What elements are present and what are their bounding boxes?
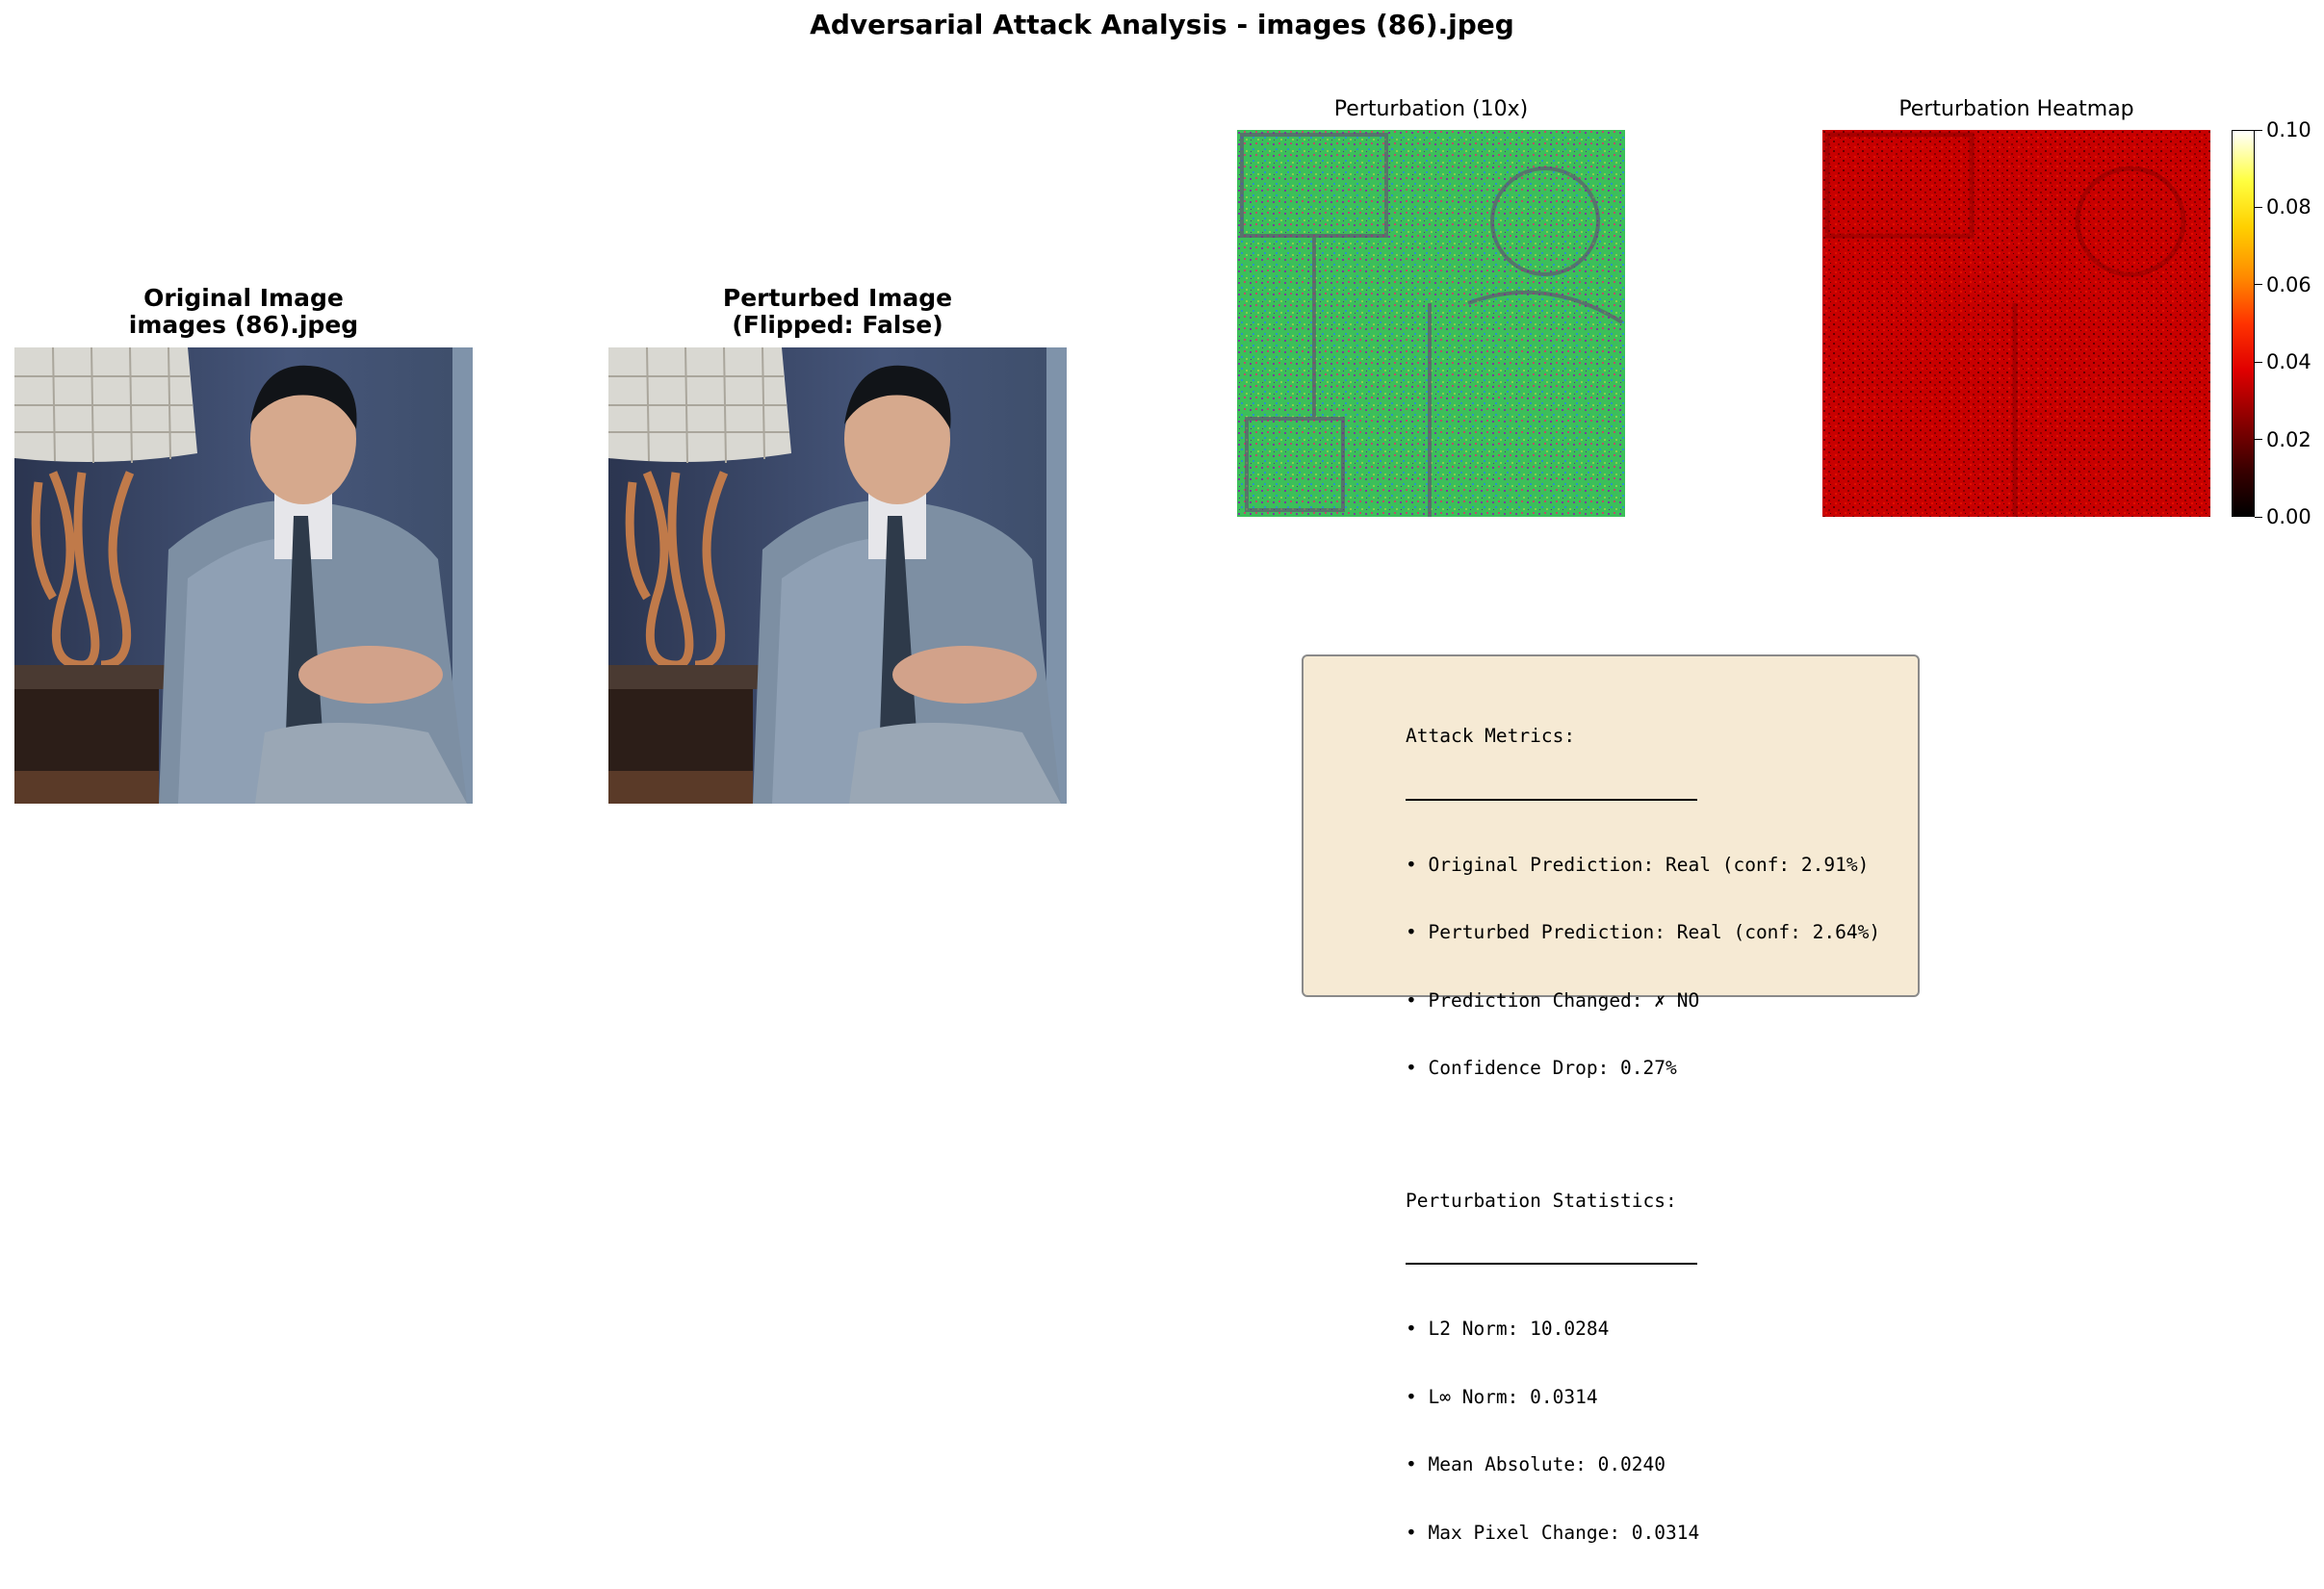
colorbar-tick-label: 0.08 — [2266, 195, 2311, 219]
perturbed-image-title-line1: Perturbed Image — [722, 284, 953, 312]
colorbar-tick-label: 0.02 — [2266, 427, 2311, 451]
original-image-title-line1: Original Image — [143, 284, 344, 312]
perturbed-image-title: Perturbed Image (Flipped: False) — [608, 285, 1067, 339]
attack-metric-item: • Original Prediction: Real (conf: 2.91%… — [1406, 853, 1870, 876]
colorbar-tick-mark — [2255, 129, 2262, 131]
colorbar-tick-mark — [2255, 516, 2262, 518]
attack-metric-item: • Confidence Drop: 0.27% — [1406, 1057, 1677, 1079]
original-image-title-line2: images (86).jpeg — [128, 311, 359, 339]
perturbation-image — [1237, 130, 1625, 517]
perturbation-stats-header: Perturbation Statistics: — [1406, 1189, 1677, 1212]
metrics-gap — [1406, 1125, 1880, 1144]
perturbation-noise — [1237, 130, 1625, 517]
original-image-title: Original Image images (86).jpeg — [14, 285, 473, 339]
perturbation-stat-item: • Max Pixel Change: 0.0314 — [1406, 1521, 1700, 1544]
colorbar-tick-mark — [2255, 206, 2262, 208]
original-image-photo — [14, 347, 473, 804]
perturbation-stat-item: • L∞ Norm: 0.0314 — [1406, 1385, 1598, 1408]
metrics-text: Attack Metrics: • Original Prediction: R… — [1406, 679, 1880, 1589]
heatmap-image — [1822, 130, 2210, 517]
perturbed-image-photo — [608, 347, 1067, 804]
attack-metrics-header: Attack Metrics: — [1406, 725, 1576, 747]
perturbed-image — [608, 347, 1067, 804]
perturbation-stats-rule — [1406, 1263, 1697, 1265]
page-title: Adversarial Attack Analysis - images (86… — [810, 9, 1514, 40]
perturbed-image-title-line2: (Flipped: False) — [732, 311, 943, 339]
attack-metric-item: • Perturbed Prediction: Real (conf: 2.64… — [1406, 921, 1881, 943]
heatmap-title: Perturbation Heatmap — [1898, 97, 2134, 121]
attack-metrics-box: Attack Metrics: • Original Prediction: R… — [1302, 654, 1920, 1544]
colorbar-tick-label: 0.10 — [2266, 118, 2311, 141]
original-image — [14, 347, 473, 804]
colorbar-tick-mark — [2255, 284, 2262, 286]
heatmap-noise — [1822, 130, 2210, 517]
attack-metric-item: • Prediction Changed: ✗ NO — [1406, 988, 1700, 1012]
perturbation-stat-item: • L2 Norm: 10.0284 — [1406, 1318, 1610, 1340]
colorbar-tick-label: 0.04 — [2266, 350, 2311, 374]
perturbation-title: Perturbation (10x) — [1333, 97, 1529, 121]
colorbar-tick-mark — [2255, 439, 2262, 441]
heatmap-colorbar — [2232, 130, 2255, 517]
perturbation-stat-item: • Mean Absolute: 0.0240 — [1406, 1453, 1666, 1475]
colorbar-tick-mark — [2255, 361, 2262, 363]
attack-metrics-rule — [1406, 798, 1697, 801]
colorbar-tick-label: 0.06 — [2266, 272, 2311, 296]
colorbar-tick-label: 0.00 — [2266, 505, 2311, 528]
